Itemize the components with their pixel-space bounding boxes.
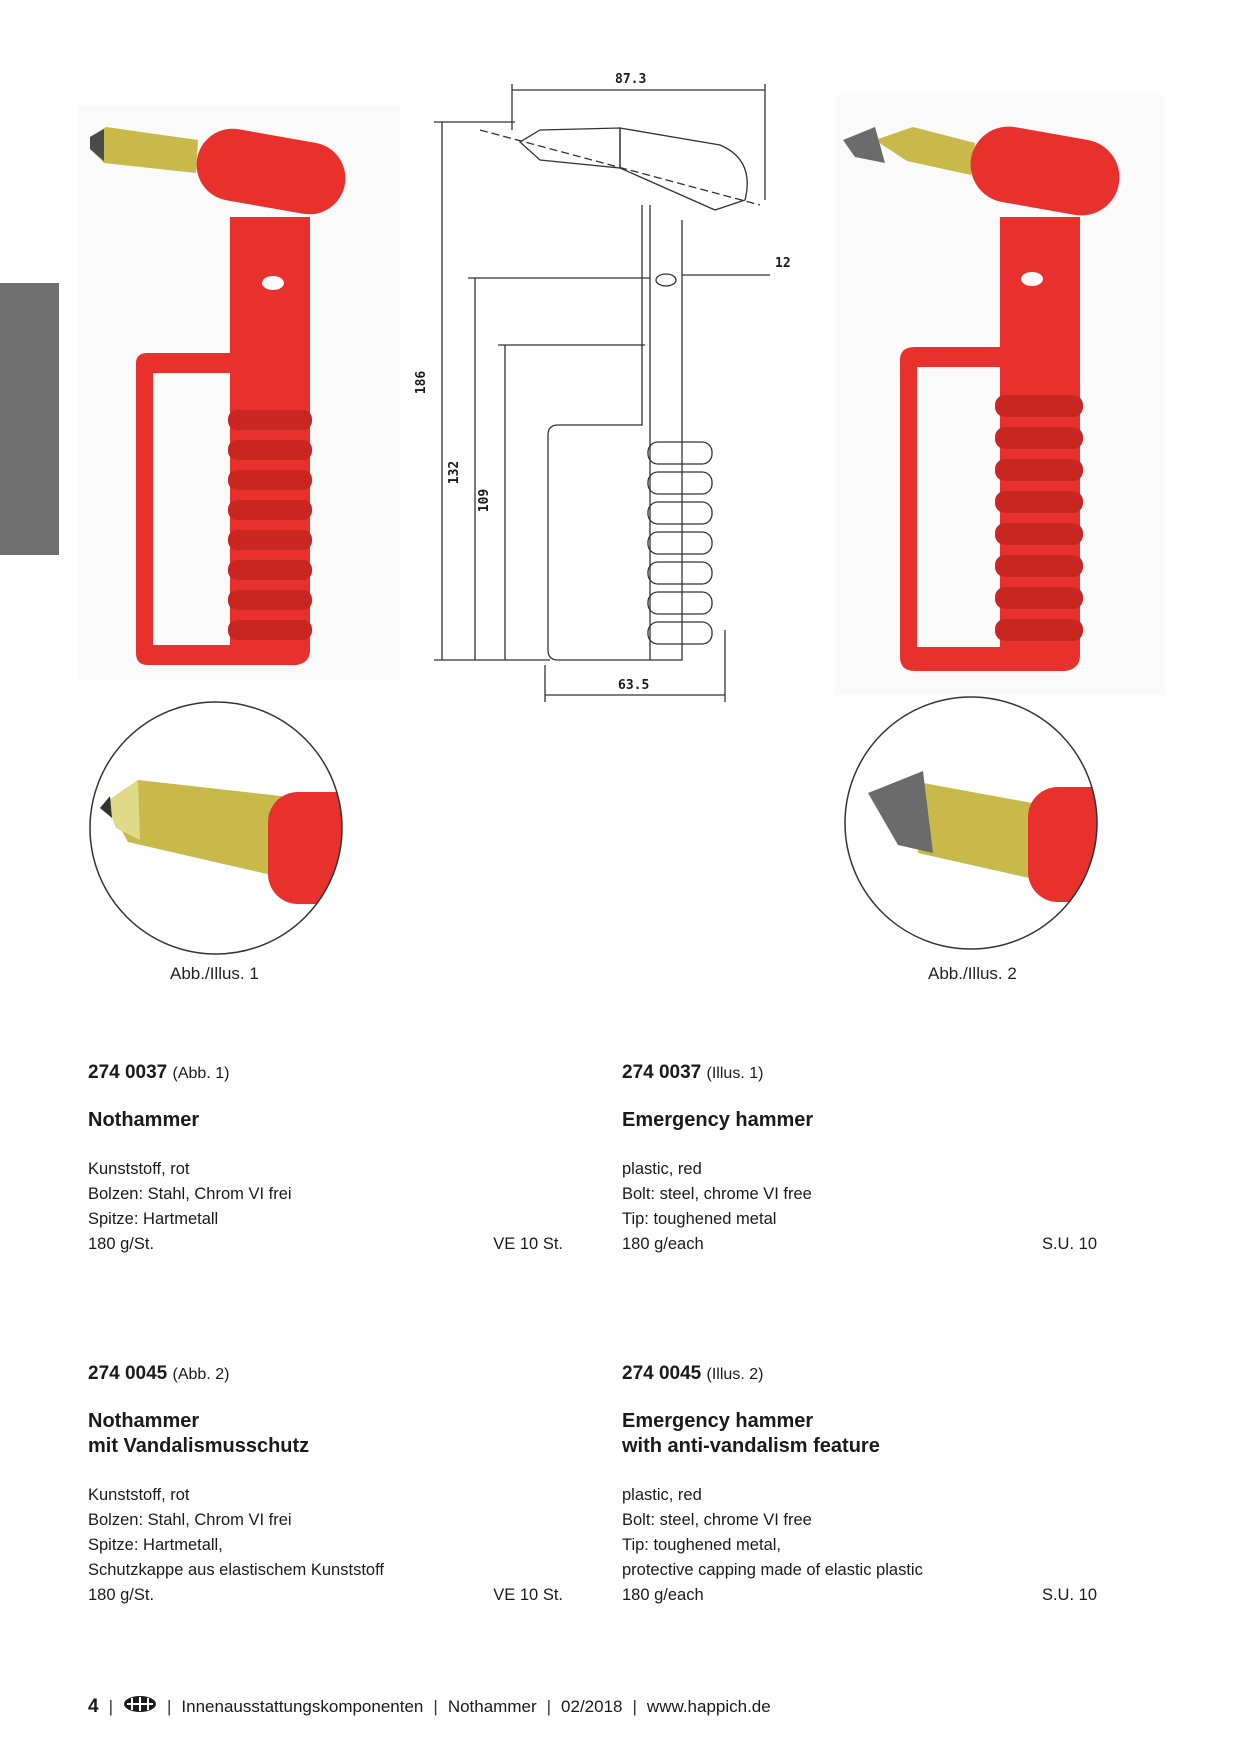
product-id: 274 0045 (Abb. 2) <box>88 1363 230 1384</box>
tip-detail-circle-2 <box>843 695 1099 951</box>
product-id: 274 0037 (Illus. 1) <box>622 1062 764 1083</box>
footer-website-link[interactable]: www.happich.de <box>646 1696 771 1716</box>
dim-label-top: 87.3 <box>615 72 647 87</box>
hammer-photo-2 <box>835 95 1165 695</box>
product-2-de: 274 0045 (Abb. 2) Nothammer mit Vandalis… <box>88 1363 563 1608</box>
product-1-de: 274 0037 (Abb. 1) Nothammer Kunststoff, … <box>88 1062 563 1257</box>
dim-label-mid-height: 132 <box>447 460 463 485</box>
page-footer: 4 | | Innenausstattungskomponenten | Not… <box>88 1695 771 1718</box>
happich-logo-icon <box>123 1695 157 1718</box>
product-title: Nothammer mit Vandalismusschutz <box>88 1410 310 1457</box>
product-specs: Kunststoff, rot Bolzen: Stahl, Chrom VI … <box>88 1486 563 1604</box>
footer-category: Nothammer <box>447 1696 537 1716</box>
product-specs: plastic, red Bolt: steel, chrome VI free… <box>622 1486 1097 1604</box>
dim-label-bottom: 63.5 <box>618 678 650 693</box>
product-2-en: 274 0045 (Illus. 2) Emergency hammer wit… <box>622 1363 1097 1608</box>
dim-label-right: 12 <box>775 256 791 271</box>
technical-drawing: 87.3 12 186 132 109 63.5 <box>414 70 820 710</box>
product-title: Emergency hammer <box>622 1109 814 1131</box>
hammer-photo-1 <box>78 105 400 680</box>
product-title: Nothammer <box>88 1109 200 1131</box>
dim-label-total-height: 186 <box>414 370 430 395</box>
footer-date: 02/2018 <box>561 1696 623 1716</box>
caption-illus-1: Abb./Illus. 1 <box>170 964 259 983</box>
caption-illus-2: Abb./Illus. 2 <box>928 964 1017 983</box>
dim-label-inner-height: 109 <box>477 488 493 513</box>
page-number: 4 <box>88 1695 99 1717</box>
footer-section: Innenausstattungskomponenten <box>181 1696 424 1716</box>
product-title: Emergency hammer with anti-vandalism fea… <box>622 1410 880 1457</box>
tip-detail-circle-1 <box>88 700 344 956</box>
product-1-en: 274 0037 (Illus. 1) Emergency hammer pla… <box>622 1062 1097 1257</box>
side-section-tab <box>0 283 59 555</box>
product-specs: plastic, red Bolt: steel, chrome VI free… <box>622 1160 1097 1253</box>
product-specs: Kunststoff, rot Bolzen: Stahl, Chrom VI … <box>88 1160 563 1253</box>
product-id: 274 0037 (Abb. 1) <box>88 1062 230 1083</box>
product-id: 274 0045 (Illus. 2) <box>622 1363 764 1384</box>
